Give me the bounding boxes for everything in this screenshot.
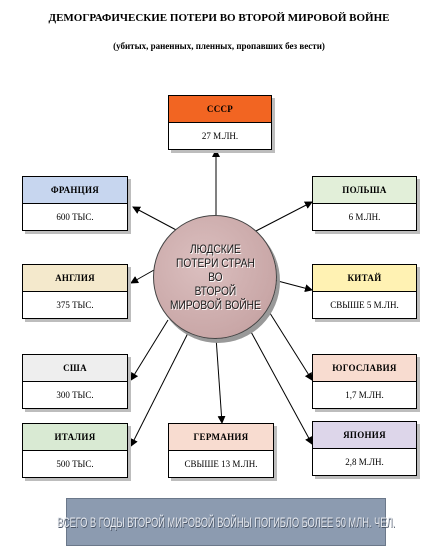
box-poland-value: 6 М.ЛН. (348, 212, 381, 222)
arrow-japan (249, 329, 313, 445)
box-ussr-value: 27 М.ЛН. (201, 131, 239, 141)
box-yugoslavia-value: 1,7 М.ЛН. (345, 390, 384, 400)
arrow-yugoslavia (267, 309, 313, 381)
box-france-value: 600 ТЫС. (56, 212, 94, 222)
arrow-usa (130, 319, 169, 381)
box-italy-value: 500 ТЫС. (56, 459, 94, 469)
arrow-china (273, 279, 313, 293)
diagram-title: ДЕМОГРАФИЧЕСКИЕ ПОТЕРИ ВО ВТОРОЙ МИРОВОЙ… (48, 12, 390, 24)
box-ussr: СССР 27 М.ЛН. (168, 95, 272, 150)
box-germany: ГЕРМАНИЯ СВЫШЕ 13 М.ЛН. (168, 423, 274, 478)
center-circle: ЛЮДСКИЕ ПОТЕРИ СТРАН ВО ВТОРОЙ МИРОВОЙ В… (153, 215, 277, 339)
box-poland: ПОЛЬША 6 М.ЛН. (312, 176, 417, 231)
footer-banner-text: ВСЕГО В ГОДЫ ВТОРОЙ МИРОВОЙ ВОЙНЫ ПОГИБЛ… (56, 514, 396, 530)
box-germany-value: СВЫШЕ 13 М.ЛН. (184, 459, 258, 469)
center-circle-label: ЛЮДСКИЕ ПОТЕРИ СТРАН ВО ВТОРОЙ МИРОВОЙ В… (169, 242, 261, 312)
arrow-england (130, 269, 155, 284)
box-england-name: АНГЛИЯ (23, 265, 127, 292)
box-poland-name: ПОЛЬША (313, 177, 416, 204)
box-japan: ЯПОНИЯ 2,8 М.ЛН. (312, 421, 417, 476)
box-japan-value: 2,8 М.ЛН. (345, 457, 384, 467)
box-usa-name: США (23, 355, 127, 382)
diagram-subtitle: (убитых, раненных, пленных, пропавших бе… (113, 41, 325, 51)
box-germany-name: ГЕРМАНИЯ (169, 424, 273, 451)
box-yugoslavia: ЮГОСЛАВИЯ 1,7 М.ЛН. (312, 354, 417, 409)
arrow-france (132, 206, 181, 233)
box-italy: ИТАЛИЯ 500 ТЫС. (22, 423, 128, 478)
arrow-poland (253, 201, 313, 233)
box-china-name: КИТАЙ (313, 265, 416, 292)
box-england-value: 375 ТЫС. (56, 300, 94, 310)
box-france: ФРАНЦИЯ 600 ТЫС. (22, 176, 128, 231)
arrow-italy (130, 332, 189, 447)
box-usa-value: 300 ТЫС. (56, 390, 94, 400)
box-yugoslavia-name: ЮГОСЛАВИЯ (313, 355, 416, 382)
box-france-name: ФРАНЦИЯ (23, 177, 127, 204)
arrow-germany (215, 336, 226, 424)
box-ussr-name: СССР (169, 96, 271, 123)
box-england: АНГЛИЯ 375 ТЫС. (22, 264, 128, 319)
box-china-value: СВЫШЕ 5 М.ЛН. (330, 300, 399, 310)
box-italy-name: ИТАЛИЯ (23, 424, 127, 451)
box-japan-name: ЯПОНИЯ (313, 422, 416, 449)
footer-banner: ВСЕГО В ГОДЫ ВТОРОЙ МИРОВОЙ ВОЙНЫ ПОГИБЛ… (57, 498, 395, 546)
box-usa: США 300 ТЫС. (22, 354, 128, 409)
box-china: КИТАЙ СВЫШЕ 5 М.ЛН. (312, 264, 417, 319)
